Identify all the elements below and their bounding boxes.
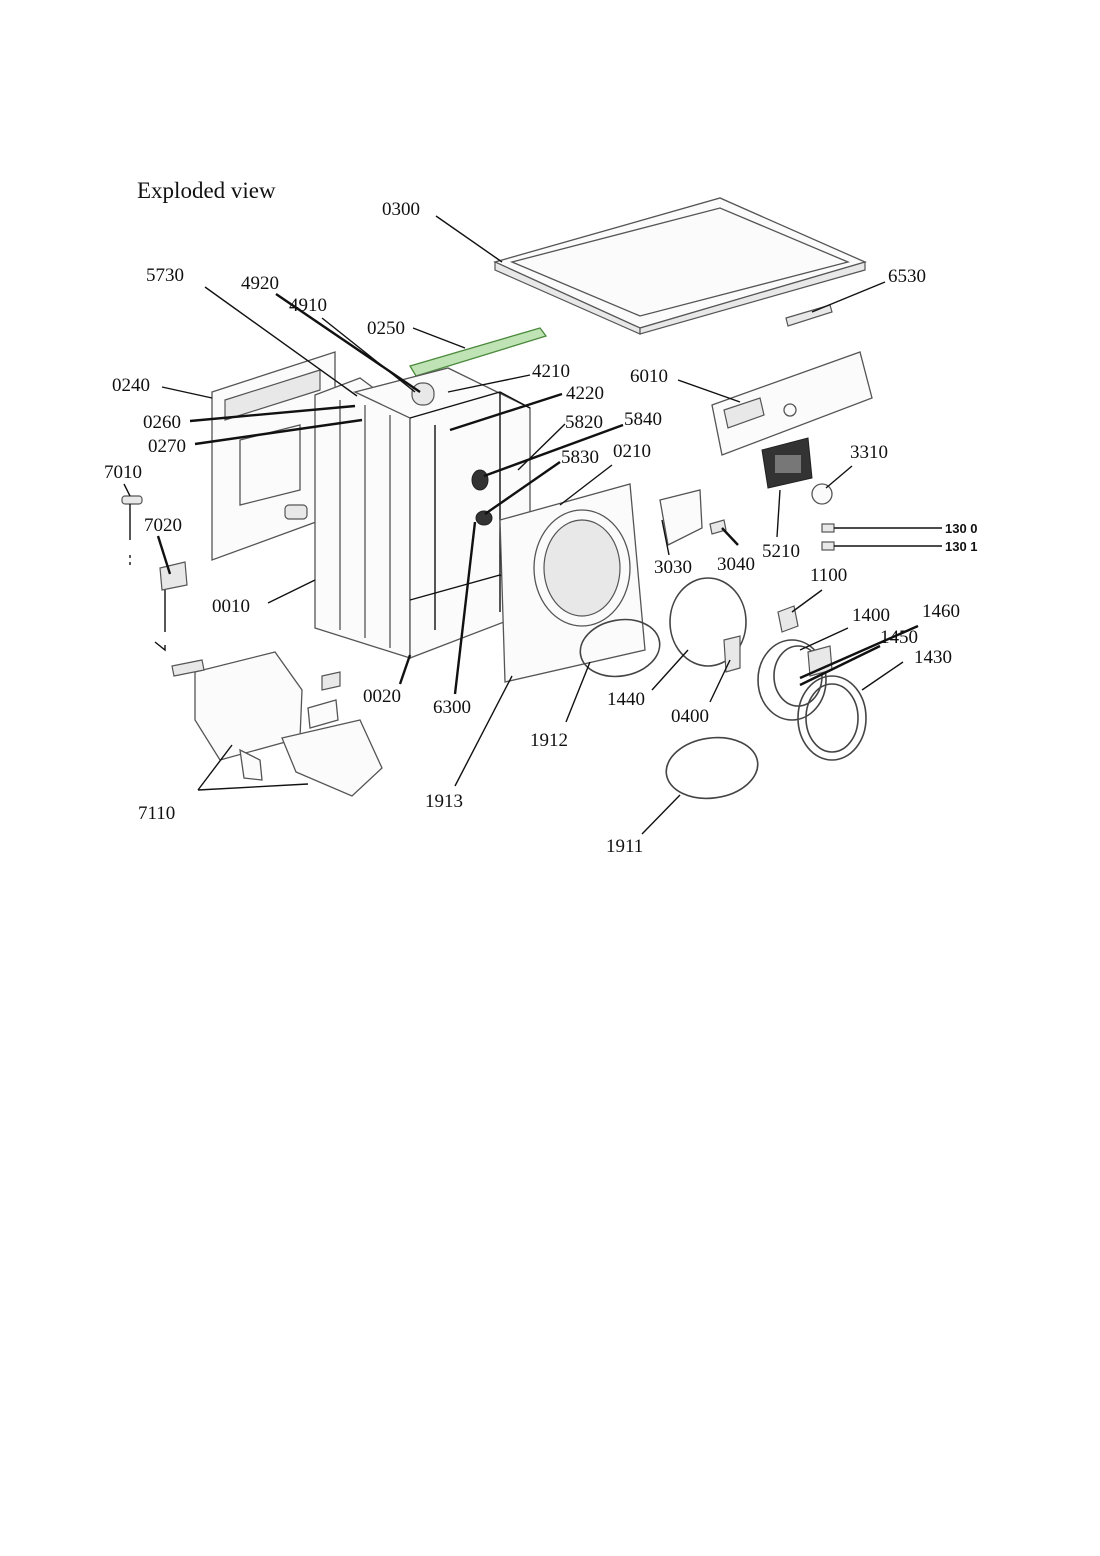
label-1450: 1450 — [880, 627, 918, 648]
label-0210: 0210 — [613, 441, 651, 462]
label-4210: 4210 — [532, 361, 570, 382]
frame-part — [353, 367, 531, 659]
top-cover-part — [493, 197, 867, 335]
hose-part-7020 — [154, 561, 188, 652]
label-0020: 0020 — [363, 686, 401, 707]
button-parts — [821, 523, 835, 551]
diagram-title: Exploded view — [137, 178, 276, 203]
label-1912: 1912 — [530, 730, 568, 751]
drawer-part — [171, 651, 383, 797]
label-1301: 130 1 — [945, 539, 978, 554]
label-7020: 7020 — [144, 515, 182, 536]
label-1300: 130 0 — [945, 521, 978, 536]
knob-part — [811, 483, 833, 505]
door-glass-part — [797, 675, 867, 761]
label-7110: 7110 — [138, 803, 175, 824]
label-1911: 1911 — [606, 836, 643, 857]
label-4920: 4920 — [241, 273, 279, 294]
label-1913: 1913 — [425, 791, 463, 812]
latch-part — [709, 519, 727, 535]
label-6300: 6300 — [433, 697, 471, 718]
label-0260: 0260 — [143, 412, 181, 433]
front-panel-part — [499, 483, 646, 683]
label-6530: 6530 — [888, 266, 926, 287]
label-1440: 1440 — [607, 689, 645, 710]
label-0010: 0010 — [212, 596, 250, 617]
label-7010: 7010 — [104, 462, 142, 483]
leader-lines — [123, 215, 942, 835]
strip-part-6530 — [785, 304, 833, 327]
seal-part-1912 — [579, 618, 661, 678]
label-0400: 0400 — [671, 706, 709, 727]
hose-part-7010 — [121, 495, 143, 568]
door-ring-part — [669, 577, 747, 667]
label-4910: 4910 — [289, 295, 327, 316]
seal-part-1911 — [665, 736, 759, 800]
label-0300: 0300 — [382, 199, 420, 220]
label-1430: 1430 — [914, 647, 952, 668]
label-1400: 1400 — [852, 605, 890, 626]
small-parts-5840-5830 — [471, 469, 493, 526]
side-panel-part — [314, 377, 411, 659]
label-5840: 5840 — [624, 409, 662, 430]
label-0240: 0240 — [112, 375, 150, 396]
handle-part — [659, 489, 703, 546]
label-0270: 0270 — [148, 436, 186, 457]
control-panel-part — [711, 351, 873, 456]
rear-panel-part — [211, 351, 336, 561]
pcb-part — [761, 437, 813, 489]
label-5210: 5210 — [762, 541, 800, 562]
label-5830: 5830 — [561, 447, 599, 468]
label-0250: 0250 — [367, 318, 405, 339]
crossbar-part-0250 — [409, 327, 548, 377]
label-1100: 1100 — [810, 565, 847, 586]
label-4220: 4220 — [566, 383, 604, 404]
part-1100 — [777, 605, 799, 633]
label-3040: 3040 — [717, 554, 755, 575]
label-5730: 5730 — [146, 265, 184, 286]
label-3310: 3310 — [850, 442, 888, 463]
label-3030: 3030 — [654, 557, 692, 578]
label-5820: 5820 — [565, 412, 603, 433]
label-1460: 1460 — [922, 601, 960, 622]
label-6010: 6010 — [630, 366, 668, 387]
door-assembly-part — [757, 639, 833, 721]
